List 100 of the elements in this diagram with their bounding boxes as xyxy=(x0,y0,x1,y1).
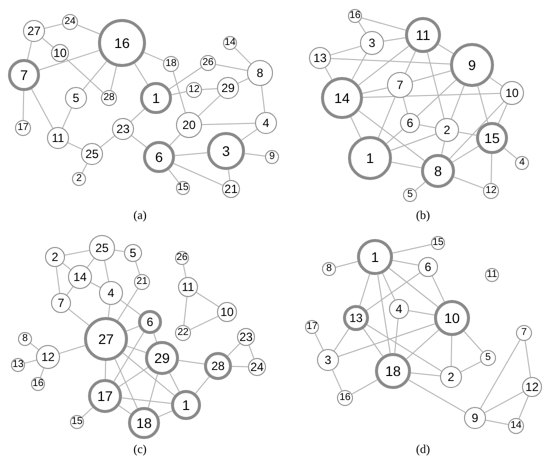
edge-line xyxy=(449,101,504,160)
edge-line xyxy=(169,134,181,146)
edge-line xyxy=(490,154,492,184)
edge-line xyxy=(386,129,403,144)
edge-line xyxy=(460,361,482,372)
network-node: 14 xyxy=(68,265,92,289)
edge-line xyxy=(426,52,445,119)
network-node: 5 xyxy=(124,244,142,262)
edge-line xyxy=(56,266,60,294)
network-node: 11 xyxy=(178,277,198,297)
edge-line xyxy=(202,122,256,126)
edge-line xyxy=(183,296,188,326)
network-node: 26 xyxy=(200,55,216,71)
edge-line xyxy=(134,62,148,85)
network-node: 18 xyxy=(163,56,179,72)
edge-line xyxy=(173,163,224,186)
network-node: 10 xyxy=(51,44,69,62)
edge-line xyxy=(196,292,220,308)
network-node: 11 xyxy=(485,268,499,282)
network-node: 6 xyxy=(418,257,438,277)
edge-line xyxy=(82,60,108,90)
network-node: 1 xyxy=(171,390,201,420)
edge-line xyxy=(104,360,106,380)
edge-line xyxy=(477,86,488,124)
edge-line xyxy=(66,58,104,94)
edge-line xyxy=(237,78,249,84)
edge-line xyxy=(377,274,391,354)
edge-line xyxy=(453,176,484,189)
network-node: 24 xyxy=(248,358,266,376)
edge-line xyxy=(40,368,44,378)
edge-line xyxy=(350,116,362,139)
network-node: 10 xyxy=(434,300,470,336)
edge-line xyxy=(414,182,426,191)
edge-line xyxy=(62,108,72,128)
edge-line xyxy=(388,268,438,308)
edge-line xyxy=(171,91,187,96)
edge-line xyxy=(391,162,422,168)
edge-line xyxy=(114,358,138,409)
network-node: 28 xyxy=(101,90,117,106)
edge-line xyxy=(82,163,88,174)
edge-line xyxy=(232,366,248,368)
network-node: 20 xyxy=(176,112,202,138)
edge-line xyxy=(227,342,240,356)
edge-line xyxy=(450,336,452,366)
network-node: 3 xyxy=(360,31,384,55)
network-node: 10 xyxy=(500,81,524,105)
network-node: 1 xyxy=(357,239,393,275)
edge-line xyxy=(121,397,172,404)
edge-line xyxy=(392,244,432,254)
network-node: 1 xyxy=(140,82,172,114)
edge-line xyxy=(110,66,117,91)
edge-line xyxy=(432,276,445,302)
network-node: 29 xyxy=(217,77,239,99)
edge-line xyxy=(148,374,158,408)
network-node: 6 xyxy=(400,113,420,133)
network-node: 7 xyxy=(8,59,40,91)
edge-line xyxy=(44,23,63,29)
edge-line xyxy=(338,323,436,357)
edge-line xyxy=(359,274,370,306)
network-node: 4 xyxy=(255,112,277,134)
network-node: 3 xyxy=(207,132,245,170)
edge-line xyxy=(38,50,100,71)
edge-line xyxy=(67,142,83,150)
edge-line xyxy=(490,77,503,87)
edge-line xyxy=(402,97,408,114)
network-node: 25 xyxy=(89,235,115,261)
network-node: 18 xyxy=(128,407,160,439)
edge-line xyxy=(524,340,532,378)
network-node: 16 xyxy=(31,377,45,391)
edge-line xyxy=(504,148,518,160)
network-node: 26 xyxy=(175,251,189,265)
edge-line xyxy=(108,304,110,318)
edge-line xyxy=(22,90,24,120)
edge-line xyxy=(182,264,186,278)
network-node: 29 xyxy=(145,341,179,375)
network-node: 3 xyxy=(317,349,339,371)
network-node: 5 xyxy=(403,188,417,202)
network-node: 8 xyxy=(247,60,273,86)
network-node: 8 xyxy=(421,154,455,188)
edge-line xyxy=(518,396,529,420)
network-node: 25 xyxy=(81,143,103,165)
network-node: 12 xyxy=(186,82,202,98)
network-node: 9 xyxy=(464,407,486,429)
network-node: 23 xyxy=(112,118,134,140)
network-node: 13 xyxy=(11,358,25,372)
edge-line xyxy=(382,272,396,300)
edge-line xyxy=(172,71,186,114)
edge-line xyxy=(100,135,115,148)
network-node: 21 xyxy=(222,180,240,198)
network-node: 4 xyxy=(515,156,529,170)
network-node: 2 xyxy=(45,247,65,267)
network-node: 17 xyxy=(305,320,319,334)
network-node: 1 xyxy=(348,136,392,180)
edge-line xyxy=(27,41,32,60)
panel-label: (b) xyxy=(416,207,430,224)
network-node: 15 xyxy=(176,181,190,195)
network-node: 13 xyxy=(343,305,369,331)
edge-line xyxy=(190,316,218,330)
edge-line xyxy=(248,344,254,360)
edge-line xyxy=(158,410,173,418)
